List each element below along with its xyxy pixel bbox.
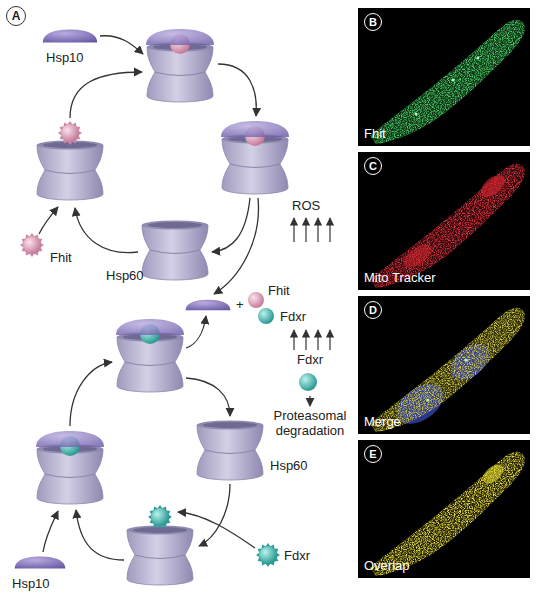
- panel-title: Mito Tracker: [364, 270, 524, 285]
- node-text: Fdxr: [291, 352, 329, 367]
- protein-label: Fdxr: [284, 548, 310, 563]
- plus-sign: +: [236, 297, 244, 312]
- micrograph-panel: E Overlap: [358, 440, 530, 578]
- protein-label: Hsp10: [46, 50, 84, 65]
- protein-label: Hsp60: [106, 268, 144, 283]
- node-text: Proteasomal degradation: [262, 408, 358, 438]
- process-box: Proteasomal degradation: [262, 408, 358, 438]
- panel-letter: C: [364, 157, 382, 175]
- micrograph-panel: C Mito Tracker: [358, 152, 530, 290]
- panel-letter: D: [364, 301, 382, 319]
- panel-title: Fhit: [364, 126, 524, 141]
- protein-label: Fhit: [50, 250, 72, 265]
- protein-label: Hsp10: [12, 576, 50, 591]
- protein-node: Fdxr: [291, 352, 329, 394]
- flow-arrow: [309, 396, 310, 406]
- protein-label: Fhit: [268, 283, 290, 298]
- micrograph-panel: D Merge: [358, 296, 530, 434]
- micrograph-panel: B Fhit: [358, 8, 530, 146]
- panel-letter: B: [364, 13, 382, 31]
- protein-label: Hsp60: [270, 458, 308, 473]
- panel-title: Overlap: [364, 558, 524, 573]
- panel-letter: A: [6, 6, 26, 26]
- panel-title: Merge: [364, 414, 524, 429]
- ros-label: ROS: [292, 198, 320, 213]
- panel-letter: E: [364, 445, 382, 463]
- protein-label: Fdxr: [280, 309, 306, 324]
